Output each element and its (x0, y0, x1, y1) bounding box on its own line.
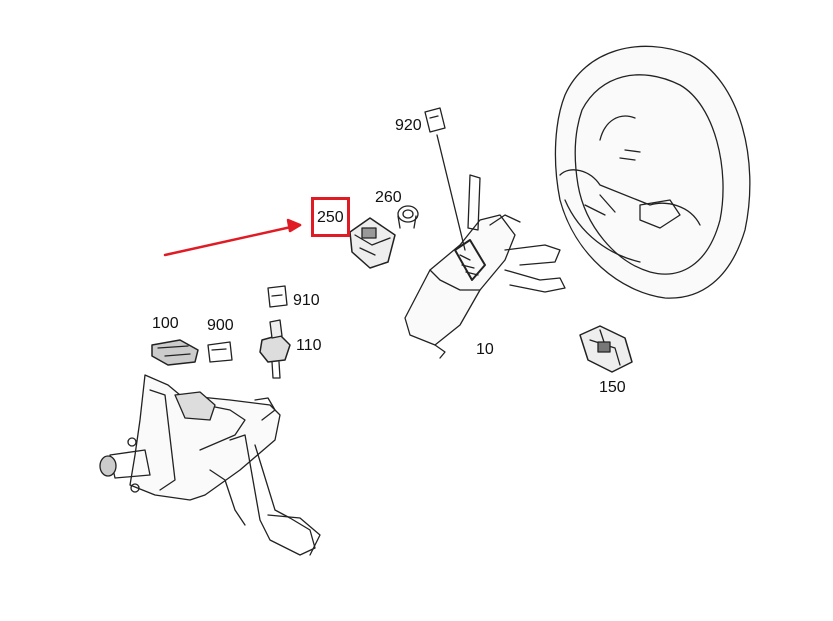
part-label-100: 100 (152, 315, 179, 332)
part-label-920: 920 (395, 117, 422, 134)
part-label-900: 900 (207, 317, 234, 334)
part-910-connector (267, 285, 288, 308)
steering-column (404, 174, 566, 359)
part-label-910: 910 (293, 292, 320, 309)
part-100-switch (151, 339, 199, 366)
leader-line-920 (436, 134, 466, 251)
pedal-assembly (99, 374, 321, 556)
highlight-arrow (163, 218, 302, 257)
part-label-150: 150 (599, 379, 626, 396)
part-920-connector (424, 107, 446, 133)
highlight-box-250 (311, 197, 350, 237)
part-label-260: 260 (375, 189, 402, 206)
steering-wheel (554, 45, 751, 299)
part-label-10: 10 (476, 341, 494, 358)
part-label-110: 110 (296, 337, 322, 354)
part-900-connector (207, 341, 233, 363)
part-250-module (349, 217, 396, 269)
part-label-250: 250 (317, 209, 344, 226)
part-260-grommet (397, 205, 419, 229)
part-150-module (579, 325, 633, 373)
part-110-switch (259, 319, 291, 379)
